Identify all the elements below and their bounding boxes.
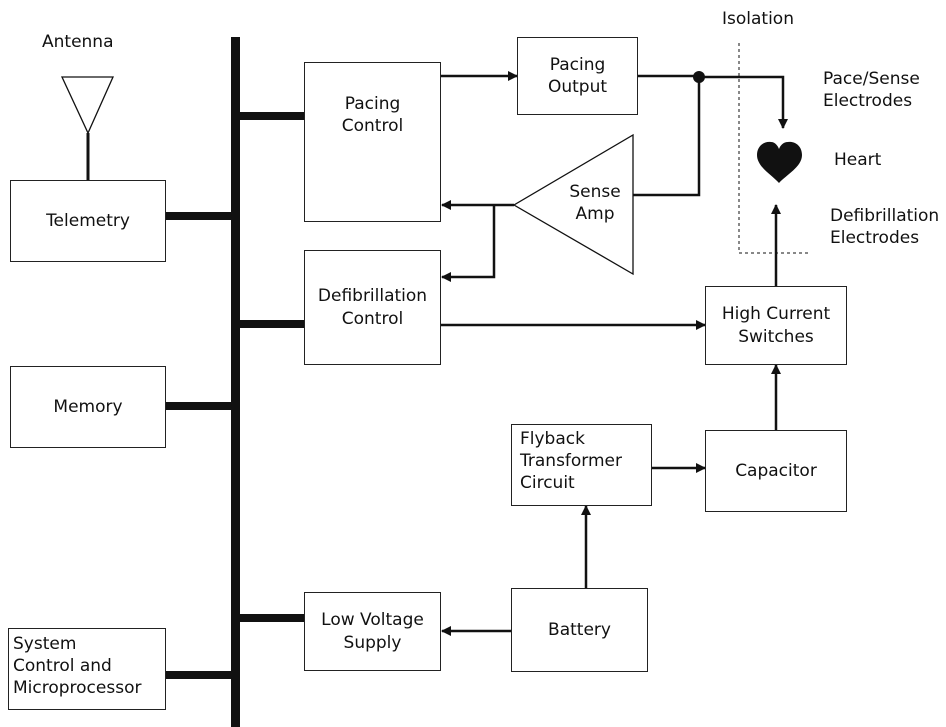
high-current-label-1: High Current bbox=[721, 304, 831, 325]
battery-box: Battery bbox=[511, 588, 648, 672]
arrow-to-pace-electrodes bbox=[699, 75, 788, 129]
defib-electrodes-label-2: Electrodes bbox=[830, 228, 920, 249]
pacing-control-label-2: Control bbox=[341, 116, 404, 137]
bus-stub-low-voltage bbox=[236, 614, 304, 622]
system-control-label-1: System bbox=[13, 634, 77, 654]
system-control-box: System Control and Microprocessor bbox=[8, 628, 166, 710]
flyback-box: Flyback Transformer Circuit bbox=[511, 424, 652, 506]
bus-stub-memory bbox=[166, 402, 236, 410]
bus-stub-pacing-control bbox=[236, 112, 304, 120]
telemetry-box: Telemetry bbox=[10, 180, 166, 262]
heart-icon bbox=[757, 141, 802, 183]
isolation-label: Isolation bbox=[722, 9, 794, 29]
sense-amp-label-1: Sense bbox=[569, 182, 621, 202]
defib-electrodes-label-1: Defibrillation bbox=[830, 206, 940, 226]
pacing-control-label-1: Pacing bbox=[344, 94, 401, 114]
defib-electrodes-label: Defibrillation Electrodes bbox=[830, 205, 939, 249]
antenna-icon bbox=[60, 76, 115, 135]
capacitor-label: Capacitor bbox=[735, 460, 817, 481]
low-voltage-label-2: Supply bbox=[343, 632, 402, 653]
memory-box: Memory bbox=[10, 366, 166, 448]
pacing-control-box: Pacing Control bbox=[304, 62, 441, 222]
flyback-label-2: Transformer bbox=[520, 451, 623, 472]
pace-sense-label-1: Pace/Sense bbox=[823, 69, 920, 89]
high-current-switches-box: High Current Switches bbox=[705, 286, 847, 365]
defib-control-box: Defibrillation Control bbox=[304, 250, 441, 365]
antenna-label: Antenna bbox=[42, 32, 114, 52]
battery-label: Battery bbox=[548, 619, 611, 640]
defib-control-label-2: Control bbox=[341, 308, 404, 329]
telemetry-label: Telemetry bbox=[46, 210, 130, 231]
heart-label: Heart bbox=[834, 150, 882, 170]
system-control-label-2: Control and bbox=[13, 656, 112, 677]
pacing-output-label-1: Pacing bbox=[549, 54, 606, 75]
low-voltage-label-1: Low Voltage bbox=[321, 610, 424, 631]
isolation-boundary bbox=[738, 43, 810, 254]
pacing-output-label-2: Output bbox=[547, 77, 608, 97]
sense-amp-triangle bbox=[512, 133, 634, 276]
memory-label: Memory bbox=[53, 396, 123, 417]
system-control-label-3: Microprocessor bbox=[13, 678, 142, 699]
pace-sense-label-2: Electrodes bbox=[823, 91, 913, 112]
sense-amp-label: Sense Amp bbox=[560, 181, 630, 225]
line-junction-to-sense-amp bbox=[633, 77, 701, 197]
bus-stub-system-control bbox=[166, 671, 236, 679]
high-current-label-2: Switches bbox=[738, 326, 814, 347]
sense-amp-label-2: Amp bbox=[575, 204, 615, 225]
defib-control-label-1: Defibrillation bbox=[317, 286, 428, 307]
arrow-sense-to-defib-control bbox=[441, 205, 496, 282]
pace-sense-electrodes-label: Pace/Sense Electrodes bbox=[823, 68, 920, 112]
pacing-output-box: Pacing Output bbox=[517, 37, 638, 115]
system-bus bbox=[231, 37, 240, 727]
low-voltage-supply-box: Low Voltage Supply bbox=[304, 592, 441, 671]
bus-stub-defib-control bbox=[236, 320, 304, 328]
bus-stub-telemetry bbox=[166, 212, 236, 220]
flyback-label-3: Circuit bbox=[520, 473, 575, 494]
capacitor-box: Capacitor bbox=[705, 430, 847, 512]
flyback-label-1: Flyback bbox=[520, 429, 585, 449]
